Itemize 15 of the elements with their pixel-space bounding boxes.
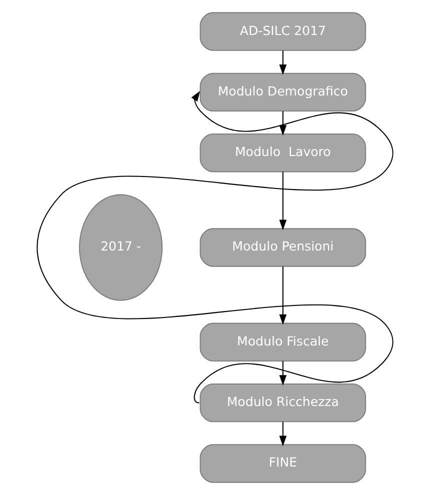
node-ellipse: 2017 -	[78, 194, 162, 301]
node-box: Modulo Pensioni	[199, 228, 366, 267]
arrow	[278, 266, 286, 325]
arrow	[278, 50, 286, 75]
arrow	[278, 111, 286, 136]
node-box: Modulo Demografico	[199, 72, 366, 112]
arrow	[36, 90, 393, 403]
arrow	[278, 172, 286, 230]
node-box: Modulo Fiscale	[199, 322, 366, 362]
node-box: FINE	[199, 444, 366, 483]
node-box: AD-SILC 2017	[199, 12, 366, 51]
node-box: Modulo Ricchezza	[199, 383, 366, 422]
arrow	[278, 361, 286, 386]
node-box: Modulo Lavoro	[199, 134, 366, 172]
arrow	[278, 422, 286, 446]
